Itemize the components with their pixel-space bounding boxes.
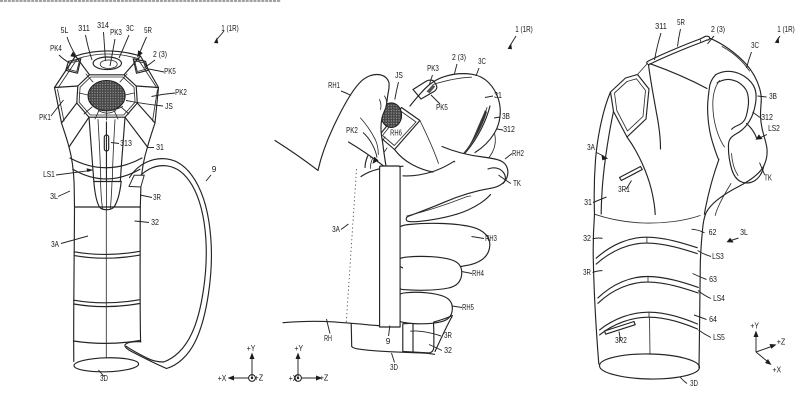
svg-text:TK: TK <box>764 172 772 182</box>
svg-text:LS1: LS1 <box>43 169 55 179</box>
svg-text:+X: +X <box>218 373 227 383</box>
svg-text:LS3: LS3 <box>712 251 724 261</box>
svg-text:9: 9 <box>212 164 217 174</box>
svg-text:+Z: +Z <box>777 336 786 346</box>
svg-text:PK1: PK1 <box>39 112 51 122</box>
svg-text:3B: 3B <box>502 111 510 121</box>
svg-text:31: 31 <box>584 197 592 207</box>
svg-text:RH1: RH1 <box>328 80 340 90</box>
svg-text:2 (3): 2 (3) <box>153 49 167 59</box>
svg-text:+Z: +Z <box>255 373 264 383</box>
svg-text:312: 312 <box>503 124 515 134</box>
svg-text:3R: 3R <box>444 330 452 340</box>
svg-text:3A: 3A <box>332 224 340 234</box>
svg-text:3D: 3D <box>390 362 398 372</box>
svg-text:3L: 3L <box>740 227 748 237</box>
svg-text:RH4: RH4 <box>472 268 484 278</box>
svg-text:5R: 5R <box>144 25 152 35</box>
svg-text:3A: 3A <box>587 142 595 152</box>
svg-text:1 (1R): 1 (1R) <box>515 24 533 34</box>
svg-text:TK: TK <box>513 178 521 188</box>
svg-text:LS5: LS5 <box>713 332 725 342</box>
svg-text:PK3: PK3 <box>427 63 439 73</box>
svg-text:5R: 5R <box>677 17 685 27</box>
svg-text:3R: 3R <box>153 192 161 202</box>
svg-text:314: 314 <box>97 20 109 30</box>
svg-text:3R: 3R <box>583 267 591 277</box>
svg-text:313: 313 <box>120 138 132 148</box>
svg-text:3R2: 3R2 <box>615 335 627 345</box>
svg-text:32: 32 <box>583 233 591 243</box>
svg-text:RH: RH <box>324 333 332 343</box>
svg-text:1 (1R): 1 (1R) <box>777 24 795 34</box>
svg-text:1 (1R): 1 (1R) <box>221 23 239 33</box>
svg-text:3C: 3C <box>126 23 134 33</box>
svg-text:JS: JS <box>165 101 173 111</box>
svg-text:3C: 3C <box>751 40 759 50</box>
svg-text:PK2: PK2 <box>175 87 187 97</box>
svg-text:RH6: RH6 <box>390 127 402 137</box>
svg-text:2 (3): 2 (3) <box>452 52 466 62</box>
svg-text:PK5: PK5 <box>164 66 176 76</box>
svg-text:PK5: PK5 <box>436 102 448 112</box>
svg-text:+X: +X <box>773 364 782 374</box>
svg-text:RH3: RH3 <box>485 233 497 243</box>
svg-text:312: 312 <box>761 112 773 122</box>
svg-text:3L: 3L <box>50 191 58 201</box>
svg-text:32: 32 <box>151 217 159 227</box>
svg-text:9: 9 <box>386 336 391 346</box>
svg-text:JS: JS <box>395 70 403 80</box>
svg-text:62: 62 <box>709 227 717 237</box>
svg-text:+Y: +Y <box>750 320 759 330</box>
svg-text:LS4: LS4 <box>713 293 725 303</box>
svg-text:3B: 3B <box>769 91 777 101</box>
svg-text:311: 311 <box>78 23 90 33</box>
svg-text:32: 32 <box>444 345 452 355</box>
svg-text:RH5: RH5 <box>462 302 474 312</box>
svg-text:3C: 3C <box>478 56 486 66</box>
svg-text:LS2: LS2 <box>768 123 780 133</box>
svg-text:64: 64 <box>709 314 717 324</box>
svg-text:+Y: +Y <box>295 343 304 353</box>
svg-text:31: 31 <box>156 142 164 152</box>
svg-text:63: 63 <box>709 274 717 284</box>
svg-text:+X: +X <box>289 373 298 383</box>
svg-text:PK3: PK3 <box>110 27 122 37</box>
svg-text:2 (3): 2 (3) <box>711 24 725 34</box>
svg-text:31: 31 <box>494 90 502 100</box>
svg-text:3D: 3D <box>100 373 108 383</box>
svg-text:5L: 5L <box>61 25 69 35</box>
svg-text:+Y: +Y <box>247 343 256 353</box>
svg-text:RH2: RH2 <box>512 148 524 158</box>
svg-text:3A: 3A <box>51 239 59 249</box>
svg-text:PK4: PK4 <box>50 43 62 53</box>
svg-text:+Z: +Z <box>320 373 329 383</box>
svg-text:PK2: PK2 <box>346 125 358 135</box>
svg-text:311: 311 <box>655 21 667 31</box>
svg-text:3R1: 3R1 <box>618 184 630 194</box>
svg-text:3D: 3D <box>690 378 698 388</box>
